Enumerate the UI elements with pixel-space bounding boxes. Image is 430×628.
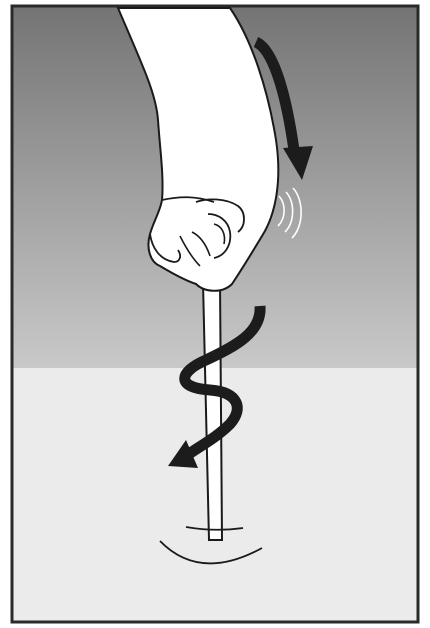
illustration-frame <box>0 0 430 628</box>
illustration-canvas <box>0 0 430 628</box>
